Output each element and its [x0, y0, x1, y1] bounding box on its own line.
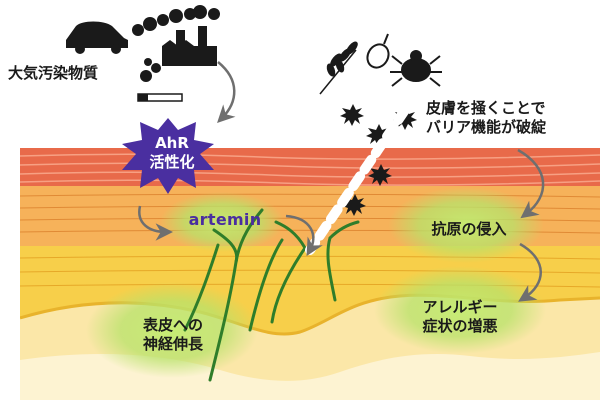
car-icon [66, 21, 128, 54]
smoke-icon [132, 5, 220, 36]
skin-layers [20, 148, 600, 400]
scratch-label-line1: 皮膚を掻くことで [426, 99, 546, 117]
cigarette-icon [137, 58, 183, 102]
artemin-glow [160, 192, 284, 252]
antigen-entry-label: 抗原の侵入 [431, 220, 507, 238]
stratum-corneum-stripes [20, 153, 600, 186]
scratch-barrier-label: 皮膚を掻くことで バリア機能が破綻 [426, 99, 546, 137]
scratch-label-line2: バリア機能が破綻 [426, 117, 547, 136]
nerve-extension-label: 表皮への 神経伸長 [118, 316, 228, 354]
allergen-particle-icon [340, 104, 417, 216]
mite-icon [390, 50, 442, 87]
scratch-trail [305, 105, 410, 255]
pollutant-label: 大気汚染物質 [8, 64, 99, 82]
ahr-label-line2: 活性化 [149, 152, 195, 171]
artemin-label: artemin [188, 210, 262, 229]
allergy-label-line2: 症状の増悪 [422, 316, 498, 335]
ahr-label-line1: AhR [155, 134, 189, 152]
ahr-starburst [122, 118, 214, 194]
nerve-label-line2: 神経伸長 [142, 334, 203, 353]
allergy-worsening-label: アレルギー 症状の増悪 [400, 298, 520, 336]
nerve-label-line1: 表皮への [142, 316, 203, 334]
flow-arrows [138, 61, 545, 302]
pollen-icon [366, 33, 390, 69]
ahr-activation-label: AhR 活性化 [124, 134, 220, 172]
factory-icon [162, 26, 217, 66]
allergy-glow [374, 266, 546, 354]
allergy-label-line1: アレルギー [422, 298, 498, 316]
antigen-glow [388, 187, 544, 263]
wheat-icon [319, 41, 358, 95]
nerve-fibers [183, 208, 360, 382]
